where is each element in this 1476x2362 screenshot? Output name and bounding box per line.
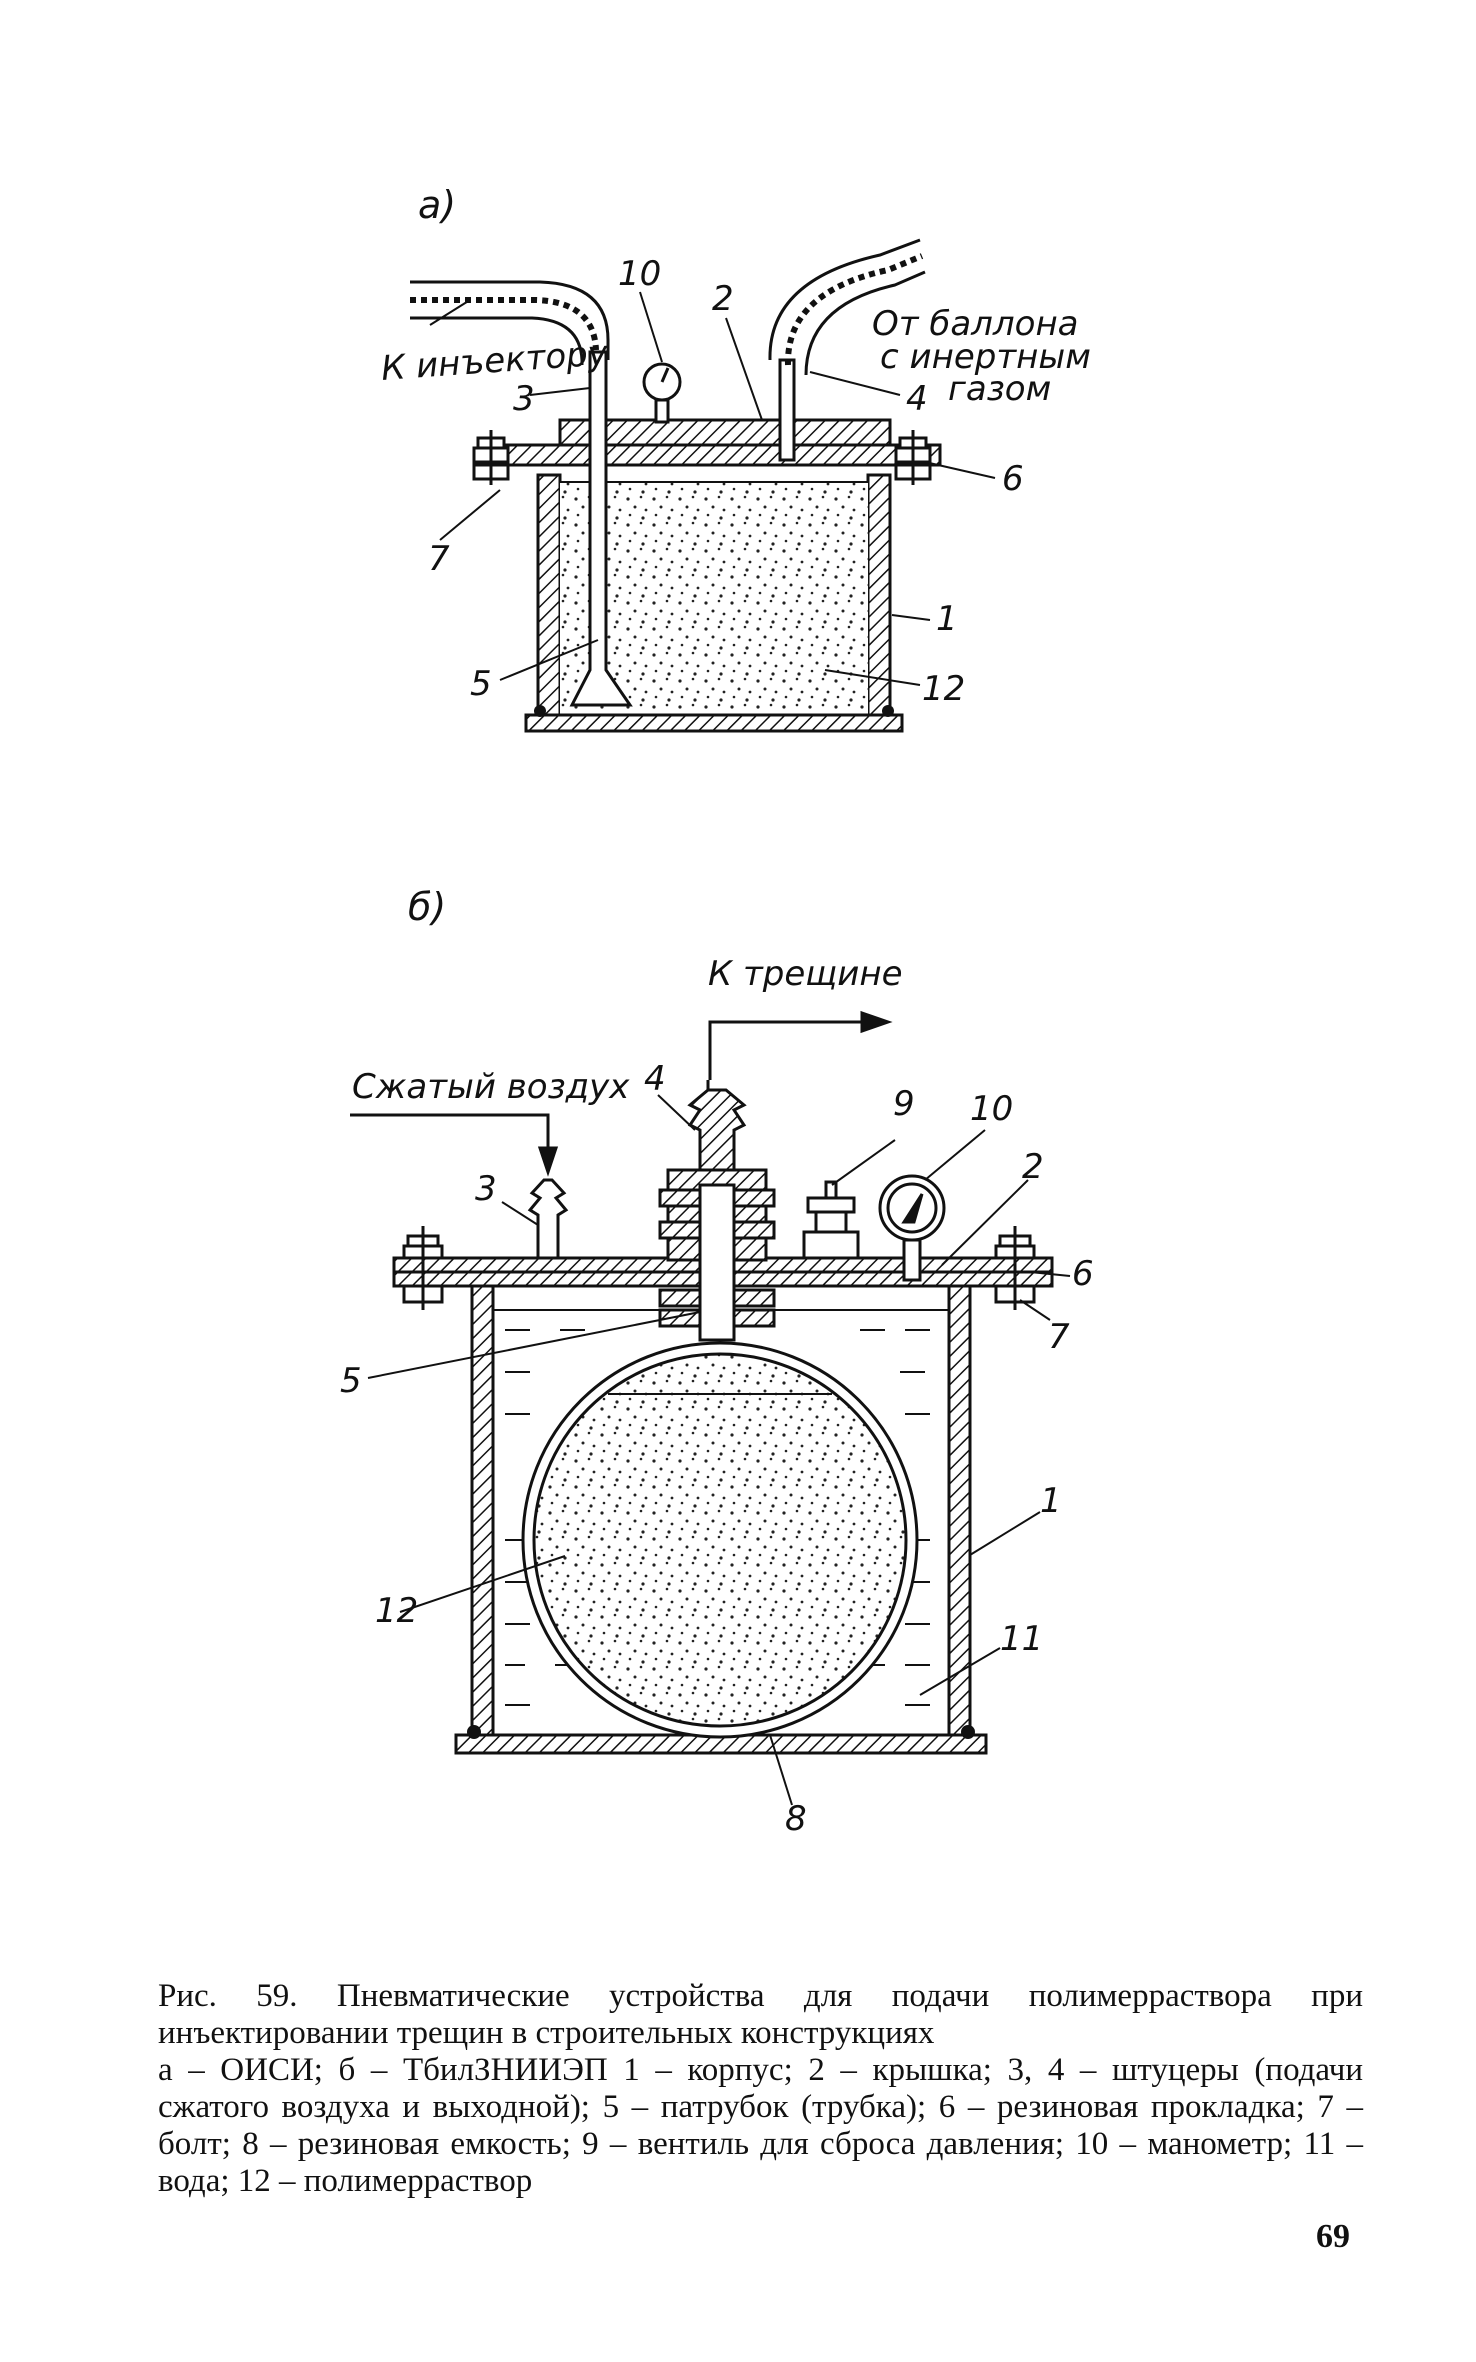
figure-a: a) — [380, 183, 1091, 733]
manometer-10-b — [878, 1174, 946, 1282]
manometer-10-a — [642, 362, 682, 424]
callout-b-2: 2 — [1022, 1147, 1044, 1187]
arrow-compressed-air — [350, 1113, 559, 1177]
hose-to-injector — [410, 280, 610, 365]
callout-a-1: 1 — [936, 599, 958, 639]
callout-a-10: 10 — [618, 254, 661, 294]
callout-a-4: 4 — [906, 379, 928, 419]
callout-a-6: 6 — [1002, 459, 1024, 499]
rubber-container-8 — [521, 1341, 919, 1739]
panel-label-b: б) — [408, 885, 446, 929]
leader-lines-b — [367, 1094, 1071, 1806]
figure-caption: Рис. 59. Пневматические устройства для п… — [158, 1978, 1363, 2200]
callout-a-5: 5 — [470, 664, 492, 704]
caption-legend: а – ОИСИ; б – ТбилЗНИИЭП 1 – корпус; 2 –… — [158, 2052, 1363, 2199]
callout-b-11: 11 — [1000, 1619, 1043, 1659]
inlet-fitting-3 — [527, 1178, 569, 1260]
callout-b-5: 5 — [340, 1361, 362, 1401]
callout-a-7: 7 — [428, 539, 450, 579]
fitting-4-a — [778, 358, 796, 462]
leader-lines-a — [429, 291, 996, 686]
bolt-a-right — [894, 430, 932, 485]
label-from-cylinder-2: с инертным — [880, 337, 1091, 377]
callout-b-9: 9 — [893, 1084, 915, 1124]
callout-b-1: 1 — [1040, 1481, 1062, 1521]
label-to-injector: К инъектору — [380, 333, 610, 389]
label-compressed-air: Сжатый воздух — [352, 1067, 630, 1107]
caption-title: Рис. 59. Пневматические устройства для п… — [158, 1978, 1363, 2051]
callout-a-2: 2 — [712, 279, 734, 319]
callout-b-4: 4 — [644, 1059, 666, 1099]
outlet-fitting-4 — [658, 1080, 776, 1342]
tube-5-a — [569, 350, 633, 707]
valve-9 — [802, 1180, 860, 1260]
callout-b-7: 7 — [1048, 1317, 1070, 1357]
callout-a-3: 3 — [513, 379, 535, 419]
page-number: 69 — [1316, 2218, 1350, 2255]
callout-b-10: 10 — [970, 1089, 1013, 1129]
label-to-crack: К трещине — [708, 954, 903, 994]
figure-b: б) К трещине Сжатый воздух — [340, 885, 1094, 1839]
callout-b-8: 8 — [785, 1799, 807, 1839]
label-from-cylinder-1: От баллона — [872, 304, 1079, 344]
vessel-a-body — [486, 418, 942, 733]
callout-b-6: 6 — [1072, 1254, 1094, 1294]
callout-a-12: 12 — [922, 669, 965, 709]
panel-label-a: a) — [418, 183, 456, 227]
bolt-b-left — [402, 1226, 444, 1310]
callout-b-3: 3 — [475, 1169, 497, 1209]
callout-b-12: 12 — [375, 1591, 418, 1631]
bolt-a-left — [472, 430, 510, 485]
bolt-b-right — [994, 1226, 1036, 1310]
label-from-cylinder-3: газом — [948, 369, 1051, 409]
hose-from-cylinder — [768, 238, 926, 376]
arrow-to-crack — [708, 1010, 893, 1080]
